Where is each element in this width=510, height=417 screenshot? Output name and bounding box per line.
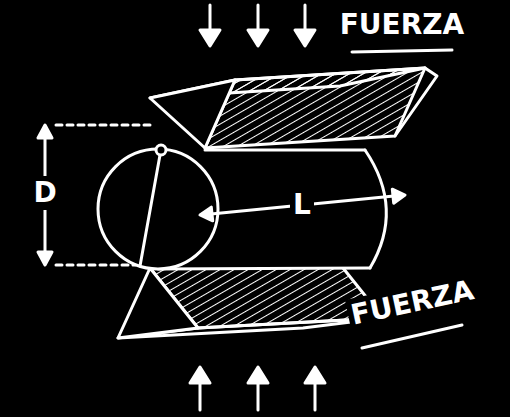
extension-line (56, 264, 135, 267)
force-label: FUERZA (345, 273, 480, 333)
underline (352, 50, 452, 52)
dimension-label: D (30, 176, 59, 210)
extension-line (56, 124, 150, 127)
arrow-head (248, 367, 268, 383)
arrow-head (200, 30, 220, 46)
block-face-hatched (205, 68, 425, 148)
underline (362, 325, 462, 348)
force-arrows-top (200, 5, 315, 46)
arrow-head (200, 207, 213, 221)
arrow-head (295, 30, 315, 46)
arrow-head (305, 367, 325, 383)
arrow-head (190, 367, 210, 383)
arrow-head (248, 30, 268, 46)
cylinder-edge (205, 149, 365, 152)
cylinder (98, 145, 386, 269)
block-front (118, 268, 198, 338)
diameter-line (140, 155, 160, 266)
arrow-head (38, 125, 52, 138)
arrow-head (392, 189, 405, 203)
cylinder-edge (158, 268, 370, 269)
block-front (150, 80, 235, 148)
force-label: FUERZA (337, 8, 468, 42)
force-arrows-bottom (190, 367, 325, 410)
cylinder-face (98, 149, 218, 269)
arrow-head (38, 252, 52, 265)
top-v-block (150, 68, 437, 148)
cylinder-back (365, 150, 386, 268)
contact-point (156, 145, 166, 155)
block-end (395, 68, 437, 136)
dimension-label: L (290, 188, 314, 222)
dimension-l (200, 189, 405, 221)
